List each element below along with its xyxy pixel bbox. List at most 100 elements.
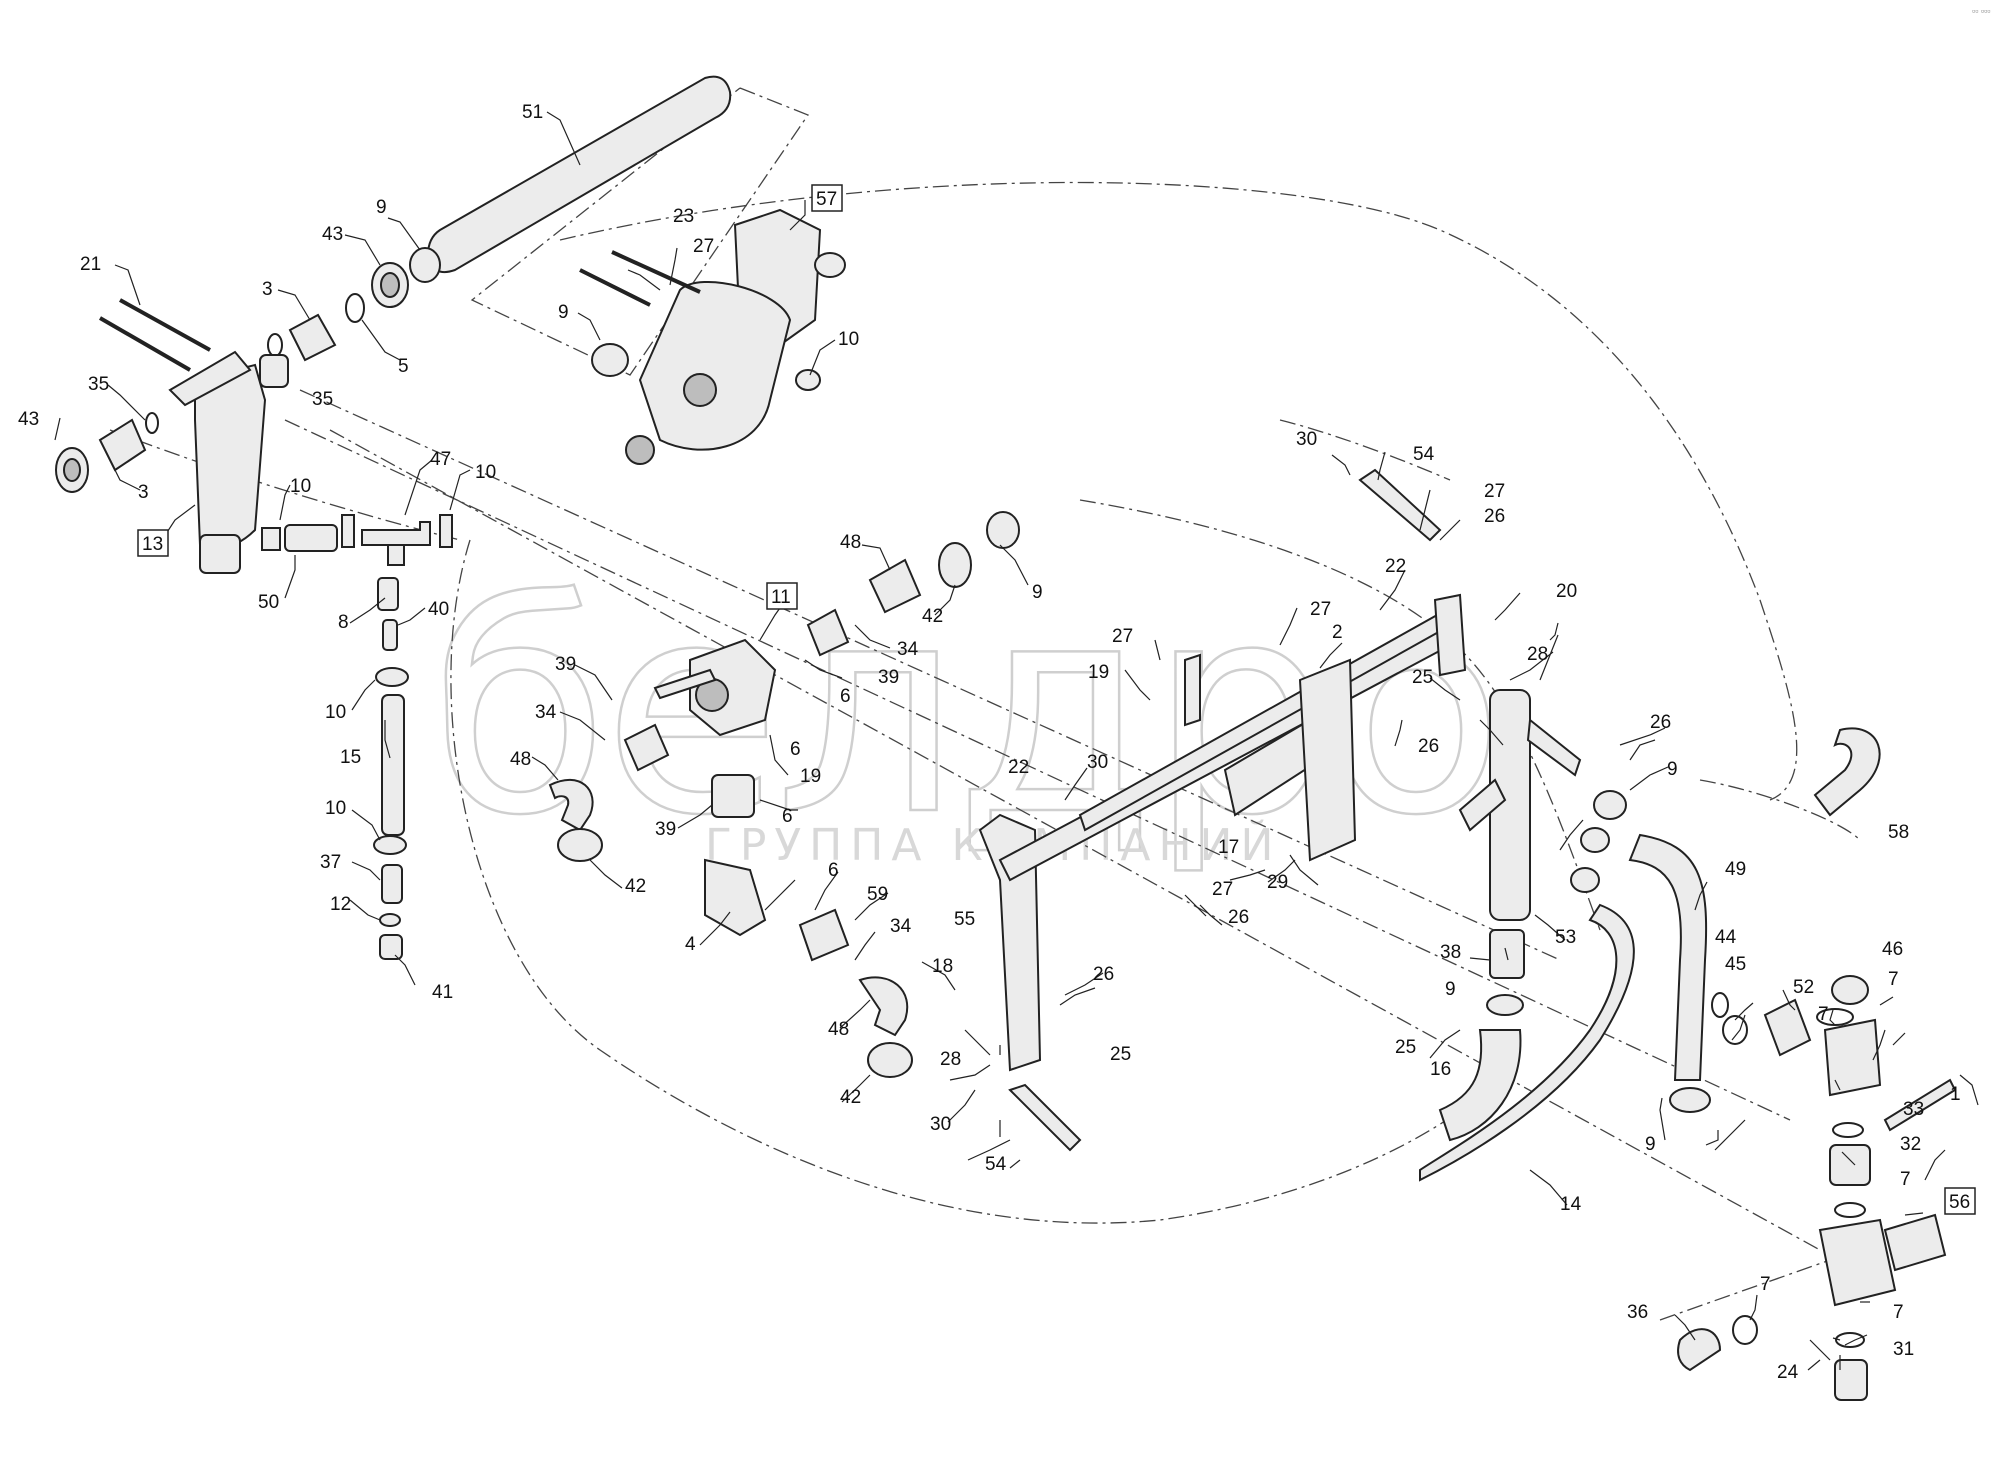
leader-lines: [54, 111, 1979, 1371]
callout-2: 2: [1332, 622, 1343, 643]
callout-14: 14: [1560, 1194, 1582, 1215]
callout-28: 28: [940, 1049, 961, 1070]
fitting-59: [798, 908, 850, 962]
callout-30: 30: [1087, 752, 1108, 773]
callout-42: 42: [840, 1087, 861, 1108]
boxed-callouts: [137, 184, 1976, 1215]
frame-55: [978, 593, 1467, 1072]
callout-38: 38: [1440, 942, 1461, 963]
callout-7: 7: [1893, 1302, 1904, 1323]
hose-50-assembly: [261, 514, 453, 566]
callout-18: 18: [932, 956, 953, 977]
callout-9: 9: [1445, 979, 1456, 1000]
callout-39: 39: [555, 654, 576, 675]
callout-25: 25: [1412, 667, 1433, 688]
callout-5: 5: [398, 356, 409, 377]
oring-35-top: [267, 333, 283, 357]
callout-34: 34: [890, 916, 912, 937]
bolt-21: [98, 298, 211, 372]
callout-23: 23: [673, 206, 694, 227]
callout-13: 13: [142, 534, 163, 555]
fitting-3-left: [98, 418, 147, 472]
callout-9: 9: [376, 197, 387, 218]
callout-10: 10: [325, 702, 346, 723]
callout-26: 26: [1484, 506, 1505, 527]
callout-26: 26: [1093, 964, 1114, 985]
nut-43-left: [55, 447, 89, 493]
callout-32: 32: [1900, 1134, 1921, 1155]
vertical-line-15: [373, 577, 409, 960]
callout-3: 3: [262, 279, 273, 300]
callout-12: 12: [330, 894, 351, 915]
callout-9: 9: [1645, 1134, 1656, 1155]
callout-36: 36: [1627, 1302, 1648, 1323]
callout-4: 4: [685, 934, 696, 955]
callout-16: 16: [1430, 1059, 1451, 1080]
callout-10: 10: [325, 798, 346, 819]
elbow-4: [704, 858, 767, 937]
callout-44: 44: [1715, 927, 1737, 948]
callout-43: 43: [18, 409, 39, 430]
callout-3: 3: [138, 482, 149, 503]
callout-22: 22: [1385, 556, 1406, 577]
callout-labels: 51 57 9 43 23 27 21 3 9 10 5 35 35 43 30…: [18, 102, 1970, 1383]
hose-16: [1438, 1029, 1522, 1142]
callout-54: 54: [1413, 444, 1435, 465]
callout-59: 59: [867, 884, 888, 905]
callout-43: 43: [322, 224, 343, 245]
fitting-3-top: [288, 313, 337, 362]
oring-35-left: [145, 412, 159, 434]
callout-35: 35: [88, 374, 109, 395]
callout-42: 42: [922, 606, 943, 627]
callout-11: 11: [771, 587, 791, 608]
valve-assembly-right: [1677, 975, 1957, 1401]
callout-27: 27: [1212, 879, 1233, 900]
callout-9: 9: [558, 302, 569, 323]
bolt-23: [579, 250, 701, 307]
callout-7: 7: [1900, 1169, 1911, 1190]
callout-20: 20: [1556, 581, 1577, 602]
callout-51: 51: [522, 102, 543, 123]
callout-21: 21: [80, 254, 101, 275]
callout-48: 48: [510, 749, 531, 770]
fitting-39-upper: [806, 608, 850, 657]
hose-49: [1628, 833, 1708, 1081]
clamp-9-right: [1669, 1087, 1711, 1113]
fitting-39-left: [623, 723, 670, 772]
callout-49: 49: [1725, 859, 1746, 880]
callout-6: 6: [790, 739, 801, 760]
callout-54: 54: [985, 1154, 1007, 1175]
callout-30: 30: [930, 1114, 951, 1135]
callout-34: 34: [897, 639, 919, 660]
callout-7: 7: [1818, 1004, 1829, 1025]
callout-33: 33: [1903, 1099, 1924, 1120]
pipe-51: [426, 75, 732, 274]
callout-10: 10: [475, 462, 496, 483]
callout-27: 27: [1484, 481, 1505, 502]
bracket-54-top: [1358, 468, 1442, 542]
callout-55: 55: [954, 909, 975, 930]
callout-15: 15: [340, 747, 361, 768]
callout-9: 9: [1032, 582, 1043, 603]
fitting-48-upper: [868, 558, 922, 614]
callout-26: 26: [1228, 907, 1249, 928]
nut-42-lower: [867, 1042, 913, 1078]
callout-41: 41: [432, 982, 453, 1003]
callout-17: 17: [1218, 837, 1239, 858]
callout-39: 39: [878, 667, 899, 688]
callout-34: 34: [535, 702, 557, 723]
callout-46: 46: [1882, 939, 1903, 960]
callout-10: 10: [290, 476, 311, 497]
valve-block-57: [591, 208, 846, 465]
callout-47: 47: [430, 449, 451, 470]
callout-26: 26: [1650, 712, 1671, 733]
callout-39: 39: [655, 819, 676, 840]
elbow-48-lower: [858, 976, 909, 1037]
callout-48: 48: [828, 1019, 849, 1040]
nut-43-top: [371, 262, 409, 308]
oring-5: [345, 293, 365, 323]
callout-48: 48: [840, 532, 861, 553]
filter-head-11: [653, 638, 777, 737]
callout-31: 31: [1893, 1339, 1914, 1360]
